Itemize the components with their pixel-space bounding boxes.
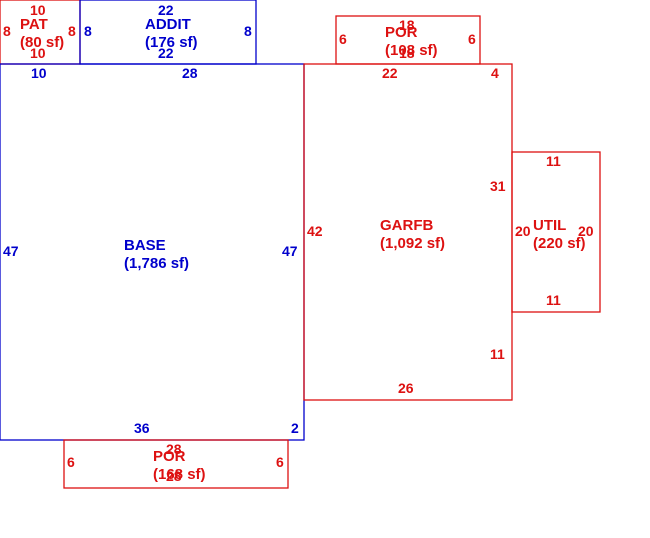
addit-dim-left: 8	[84, 23, 92, 39]
util-area: (220 sf)	[533, 235, 586, 252]
por-top-dim-top: 18	[399, 17, 415, 33]
por-top-name: POR	[385, 24, 418, 41]
garfb-name: GARFB	[380, 217, 433, 234]
pat-area: (80 sf)	[20, 34, 64, 51]
util-dim-right: 20	[578, 223, 594, 239]
por-top-dim-left: 6	[339, 31, 347, 47]
pat-dim-left: 8	[3, 23, 11, 39]
por-bottom-dim-left: 6	[67, 454, 75, 470]
base-area: (1,786 sf)	[124, 255, 189, 272]
por-bottom-area: (168 sf)	[153, 466, 206, 483]
util-name: UTIL	[533, 217, 566, 234]
addit-dim-bottom: 22	[158, 45, 174, 61]
base-dim-top-left: 10	[31, 65, 47, 81]
por-top-dim-bottom: 18	[399, 45, 415, 61]
garfb-dim-top: 22	[382, 65, 398, 81]
base-dim-bottom: 36	[134, 420, 150, 436]
addit-name: ADDIT	[145, 16, 191, 33]
garfb-dim-top-right: 4	[491, 65, 499, 81]
pat-dim-bottom: 10	[30, 45, 46, 61]
base-dim-left: 47	[3, 243, 19, 259]
addit-area: (176 sf)	[145, 34, 198, 51]
por-bottom-dim-right: 6	[276, 454, 284, 470]
pat-dim-top: 10	[30, 2, 46, 18]
garfb-dim-right-lower: 11	[490, 346, 505, 362]
base-name: BASE	[124, 237, 166, 254]
util-outline	[511, 151, 601, 313]
addit-dim-right: 8	[244, 23, 252, 39]
pat-dim-right: 8	[68, 23, 76, 39]
por-bottom-name: POR	[153, 448, 186, 465]
garfb-area: (1,092 sf)	[380, 235, 445, 252]
por-bottom-outline	[63, 439, 289, 489]
garfb-dim-right-upper: 31	[490, 178, 506, 194]
base-dim-bottom-right: 2	[291, 420, 299, 436]
util-dim-left: 20	[515, 223, 531, 239]
por-top-dim-right: 6	[468, 31, 476, 47]
util-dim-bottom: 11	[546, 292, 561, 308]
util-dim-top: 11	[546, 153, 561, 169]
base-dim-right: 47	[282, 243, 298, 259]
pat-name: PAT	[20, 16, 48, 33]
garfb-dim-bottom: 26	[398, 380, 414, 396]
base-dim-top-right: 28	[182, 65, 198, 81]
garfb-dim-left: 42	[307, 223, 323, 239]
por-bottom-dim-bottom: 28	[166, 468, 182, 484]
por-top-area: (108 sf)	[385, 42, 438, 59]
por-bottom-dim-top: 28	[166, 441, 182, 457]
addit-dim-top: 22	[158, 2, 174, 18]
